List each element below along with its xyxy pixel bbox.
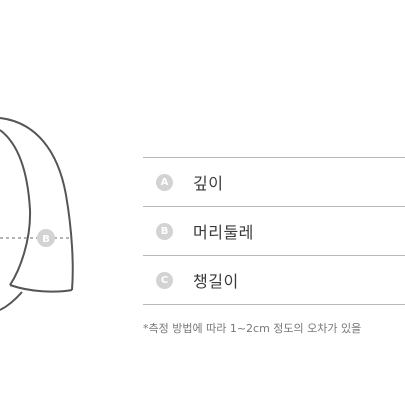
legend-divider (143, 304, 405, 305)
legend-divider (143, 206, 405, 207)
legend-row-brim-length: C 챙길이 (143, 256, 405, 304)
hat-crown-inner (0, 129, 32, 286)
letter-a-badge: A (156, 173, 173, 191)
depth-label: 깊이 (193, 174, 224, 193)
hat-brim (0, 291, 23, 311)
letter-b-badge: B (156, 222, 173, 240)
legend-row-depth: A 깊이 (143, 158, 405, 206)
hat-crown-outer (0, 117, 74, 291)
measurement-legend: A 깊이 B 머리둘레 C 챙길이 (143, 157, 405, 305)
hat-band (9, 284, 73, 293)
measurement-footnote: *측정 방법에 따라 1~2cm 정도의 오차가 있을 (143, 322, 362, 335)
brim-length-label: 챙길이 (193, 272, 239, 291)
hat-outline-diagram: B (0, 117, 74, 311)
diagram-marker-b-circle (37, 229, 55, 247)
legend-row-head-circumference: B 머리둘레 (143, 207, 405, 255)
letter-c-badge: C (156, 271, 173, 289)
legend-divider (143, 255, 405, 256)
legend-divider (143, 157, 405, 158)
head-circumference-label: 머리둘레 (193, 223, 254, 242)
diagram-marker-b-letter: B (42, 234, 50, 245)
